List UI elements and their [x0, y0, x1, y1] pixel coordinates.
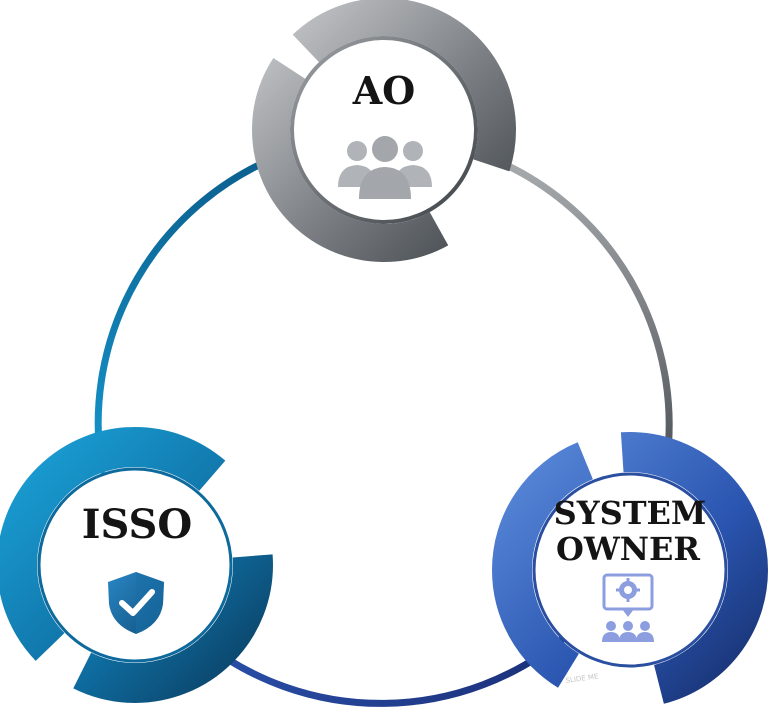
isso-node: ISSO	[0, 427, 273, 703]
system-owner-label-line1: SYSTEM	[554, 494, 707, 532]
system-owner-node: SYSTEM OWNER SLIDE ME	[492, 432, 768, 708]
system-owner-inner-edge	[532, 472, 728, 668]
ao-ring	[252, 0, 516, 262]
ao-node: AO	[252, 0, 516, 262]
people-group-icon	[338, 136, 432, 199]
system-owner-label-line2: OWNER	[556, 530, 700, 568]
connector-isso-owner	[198, 633, 569, 707]
connector-ao-isso	[94, 149, 291, 474]
certificate-gear-team-icon	[602, 573, 654, 642]
system-owner-ring	[492, 432, 768, 708]
ao-label: AO	[352, 68, 416, 113]
isso-ring	[0, 427, 273, 703]
isso-label: ISSO	[82, 501, 192, 548]
isso-inner-edge	[37, 467, 233, 663]
connector-ao-owner	[479, 151, 673, 471]
shield-check-icon	[108, 572, 164, 634]
watermark-text: SLIDE ME	[565, 672, 599, 685]
